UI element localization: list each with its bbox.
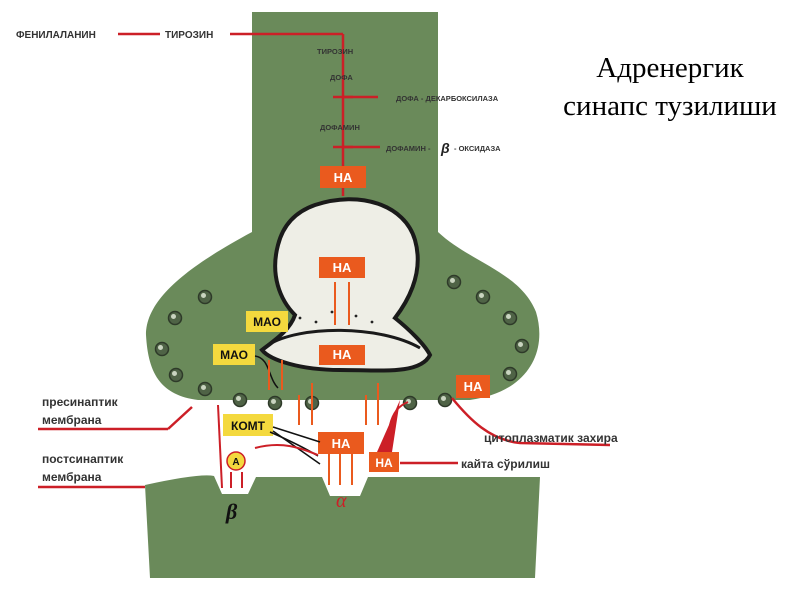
membrane-granule-highlight (158, 345, 163, 350)
membrane-granule-highlight (518, 342, 523, 347)
na-box-synthesis-label: НА (334, 170, 353, 185)
membrane-granule-highlight (271, 399, 276, 404)
membrane-granule-highlight (201, 385, 206, 390)
postsynaptic-membrane (145, 475, 540, 578)
presynaptic-label-line1: пресинаптик (42, 395, 119, 409)
membrane-granule-highlight (506, 370, 511, 375)
na-box-vesicle-label: НА (333, 260, 352, 275)
comt-box-label: КОМТ (231, 419, 266, 433)
a-receptor-circle (226, 451, 246, 471)
dopamine-label: ДОФАМИН (320, 123, 360, 132)
phenylalanine-label: ФЕНИЛАЛАНИН (16, 30, 96, 41)
vesicle-fusion-edge (267, 328, 421, 350)
membrane-granules (154, 274, 530, 411)
dopamine-oxidase-prefix: ДОФАМИН - (386, 144, 431, 153)
synaptic-vesicle (259, 197, 433, 373)
na-box-fused-vesicle (319, 345, 365, 365)
granule (314, 320, 318, 324)
presynaptic-label-line2: мембрана (42, 413, 102, 427)
cytoplasmic-label: цитоплазматик захира (484, 431, 618, 445)
dopa-label: ДОФА (330, 73, 353, 82)
mao-box-upper (246, 311, 288, 332)
postsynaptic-label-line2: мембрана (42, 470, 102, 484)
granule (370, 320, 374, 324)
a-receptor-label: A (232, 457, 239, 468)
beta-symbol: β (440, 140, 450, 156)
na-box-cleft (318, 432, 364, 454)
tyrosine-inside-label: ТИРОЗИН (317, 47, 353, 56)
tyrosine-label: ТИРОЗИН (165, 30, 213, 41)
membrane-granule-highlight (171, 314, 176, 319)
granule (354, 314, 358, 318)
na-box-cytoplasmic-label: НА (464, 379, 483, 394)
membrane-granule-highlight (450, 278, 455, 283)
leader-lines (38, 397, 611, 489)
granule (298, 316, 302, 320)
reuptake-label: кайта сўрилиш (461, 457, 550, 471)
mao-box-lower-label: МАО (220, 348, 248, 362)
alpha-receptor-label: α (336, 490, 347, 512)
na-box-reuptake (369, 452, 399, 472)
membrane-granule-highlight (479, 293, 484, 298)
membrane-granule-highlight (236, 396, 241, 401)
na-box-cytoplasmic (456, 375, 490, 398)
na-box-synthesis (320, 166, 366, 188)
title-line-1: Адренергик (596, 52, 744, 84)
release-arrows (268, 282, 379, 485)
membrane-granule-highlight (506, 314, 511, 319)
na-box-vesicle (319, 257, 365, 278)
postsynaptic-label-line1: постсинаптик (42, 452, 124, 466)
mao-box-lower (213, 344, 255, 365)
comt-box (223, 414, 273, 436)
dopamine-oxidase-suffix: - ОКСИДАЗА (454, 144, 501, 153)
granule (330, 310, 334, 314)
na-box-cleft-label: НА (332, 436, 351, 451)
na-box-reuptake-label: НА (375, 456, 393, 470)
mao-box-upper-label: МАО (253, 315, 281, 329)
na-box-fused-vesicle-label: НА (333, 347, 352, 362)
dopa-decarboxylase-label: ДОФА - ДЕКАРБОКСИЛАЗА (396, 94, 499, 103)
membrane-granule-highlight (201, 293, 206, 298)
reuptake-wedge (377, 400, 400, 452)
membrane-granule-highlight (172, 371, 177, 376)
beta-receptor-label: β (225, 499, 238, 524)
membrane-granule-highlight (441, 396, 446, 401)
title-line-2: синапс тузилиши (563, 90, 777, 122)
